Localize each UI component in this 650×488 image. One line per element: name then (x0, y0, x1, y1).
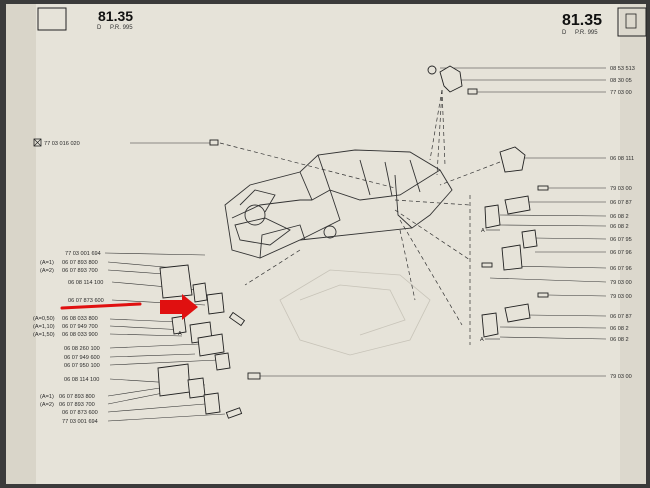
label-left-code: 06 08 260 100 (64, 346, 100, 352)
label-left-prefix: (A=1,50) (33, 332, 55, 338)
label-right: 79 03 00 (610, 294, 632, 300)
dimension-mark-a: A (178, 331, 182, 337)
label-top-right: 08 30 05 (610, 78, 632, 84)
paper-sheet (6, 4, 646, 484)
right-labels: 06 08 111 79 03 00 06 07 87 06 08 2 06 0… (610, 156, 634, 380)
label-left-code: 06 08 033 800 (62, 316, 98, 322)
label-right: 06 07 96 (610, 266, 632, 272)
label-right: 06 07 96 (610, 250, 632, 256)
label-left-code: 06 07 873 600 (62, 410, 98, 416)
left-page-sub-letter: D (97, 25, 102, 31)
dimension-mark-a: A (481, 228, 485, 234)
left-page-number: 81.35 (98, 8, 133, 24)
left-page-sub-code: P.R. 995 (110, 25, 133, 31)
label-right: 06 08 111 (610, 156, 634, 162)
label-top-right: 08 53 513 (610, 66, 635, 72)
label-right: 06 07 95 (610, 237, 632, 243)
label-right: 06 08 2 (610, 326, 629, 332)
car-body-diagram (224, 149, 453, 259)
left-labels: 77 03 001 694 (A=1) 06 07 893 800 (A=2) … (33, 251, 104, 425)
label-left-prefix: (A=0,50) (33, 316, 55, 322)
label-top-right: 77 03 00 (610, 90, 632, 96)
label-left-code: 06 07 950 100 (64, 363, 100, 369)
right-page-sub-letter: D (562, 30, 567, 36)
label-left-code: 06 07 893 800 (59, 394, 95, 400)
label-left-prefix: (A=2) (40, 402, 54, 408)
red-highlight (60, 302, 142, 310)
parts-top-right (209, 65, 478, 146)
ghost-diagram (279, 269, 431, 356)
label-left-code: 06 08 033 900 (62, 332, 98, 338)
label-right: 79 03 00 (610, 374, 632, 380)
label-left-code: 06 07 893 700 (62, 268, 98, 274)
label-right: 06 08 2 (610, 337, 629, 343)
label-left-code: 06 07 949 600 (64, 355, 100, 361)
parts-left (157, 264, 261, 419)
box-marker-icon (33, 138, 42, 147)
label-left-code: 06 07 893 700 (59, 402, 95, 408)
label-left-code: 77 03 001 694 (62, 419, 98, 425)
label-right: 06 07 87 (610, 200, 632, 206)
label-left-code: 06 07 873 600 (68, 298, 104, 304)
parts-right (481, 146, 549, 338)
leader-lines (219, 89, 501, 345)
right-page-sub-code: P.R. 995 (575, 30, 598, 36)
right-page-header: 81.35 D P.R. 995 (562, 7, 647, 37)
leader-lines-solid (104, 67, 607, 422)
label-left-code: 06 08 114 100 (68, 280, 103, 286)
red-arrow-icon (160, 294, 198, 320)
label-left-prefix: (A=1) (40, 260, 54, 266)
label-left-code: 06 08 114 100 (64, 377, 99, 383)
label-left-prefix: (A=1) (40, 394, 54, 400)
right-page-number: 81.35 (562, 12, 602, 29)
label-left-code: 06 07 893 800 (62, 260, 98, 266)
label-left-code: 77 03 001 694 (65, 251, 101, 257)
top-right-labels: 08 53 513 08 30 05 77 03 00 (610, 66, 635, 96)
left-page-header: 81.35 D P.R. 995 (37, 7, 133, 31)
label-right: 79 03 00 (610, 186, 632, 192)
label-right: 06 08 2 (610, 224, 629, 230)
label-right: 06 07 87 (610, 314, 632, 320)
center-part-label: 77 03 016 020 (44, 141, 80, 147)
label-right: 06 08 2 (610, 214, 629, 220)
label-right: 79 03 00 (610, 280, 632, 286)
label-left-code: 06 07 949 700 (62, 324, 98, 330)
dimension-marks: A A A (178, 228, 500, 343)
label-left-prefix: (A=2) (40, 268, 54, 274)
dimension-mark-a: A (480, 337, 484, 343)
label-left-prefix: (A=1,10) (33, 324, 55, 330)
